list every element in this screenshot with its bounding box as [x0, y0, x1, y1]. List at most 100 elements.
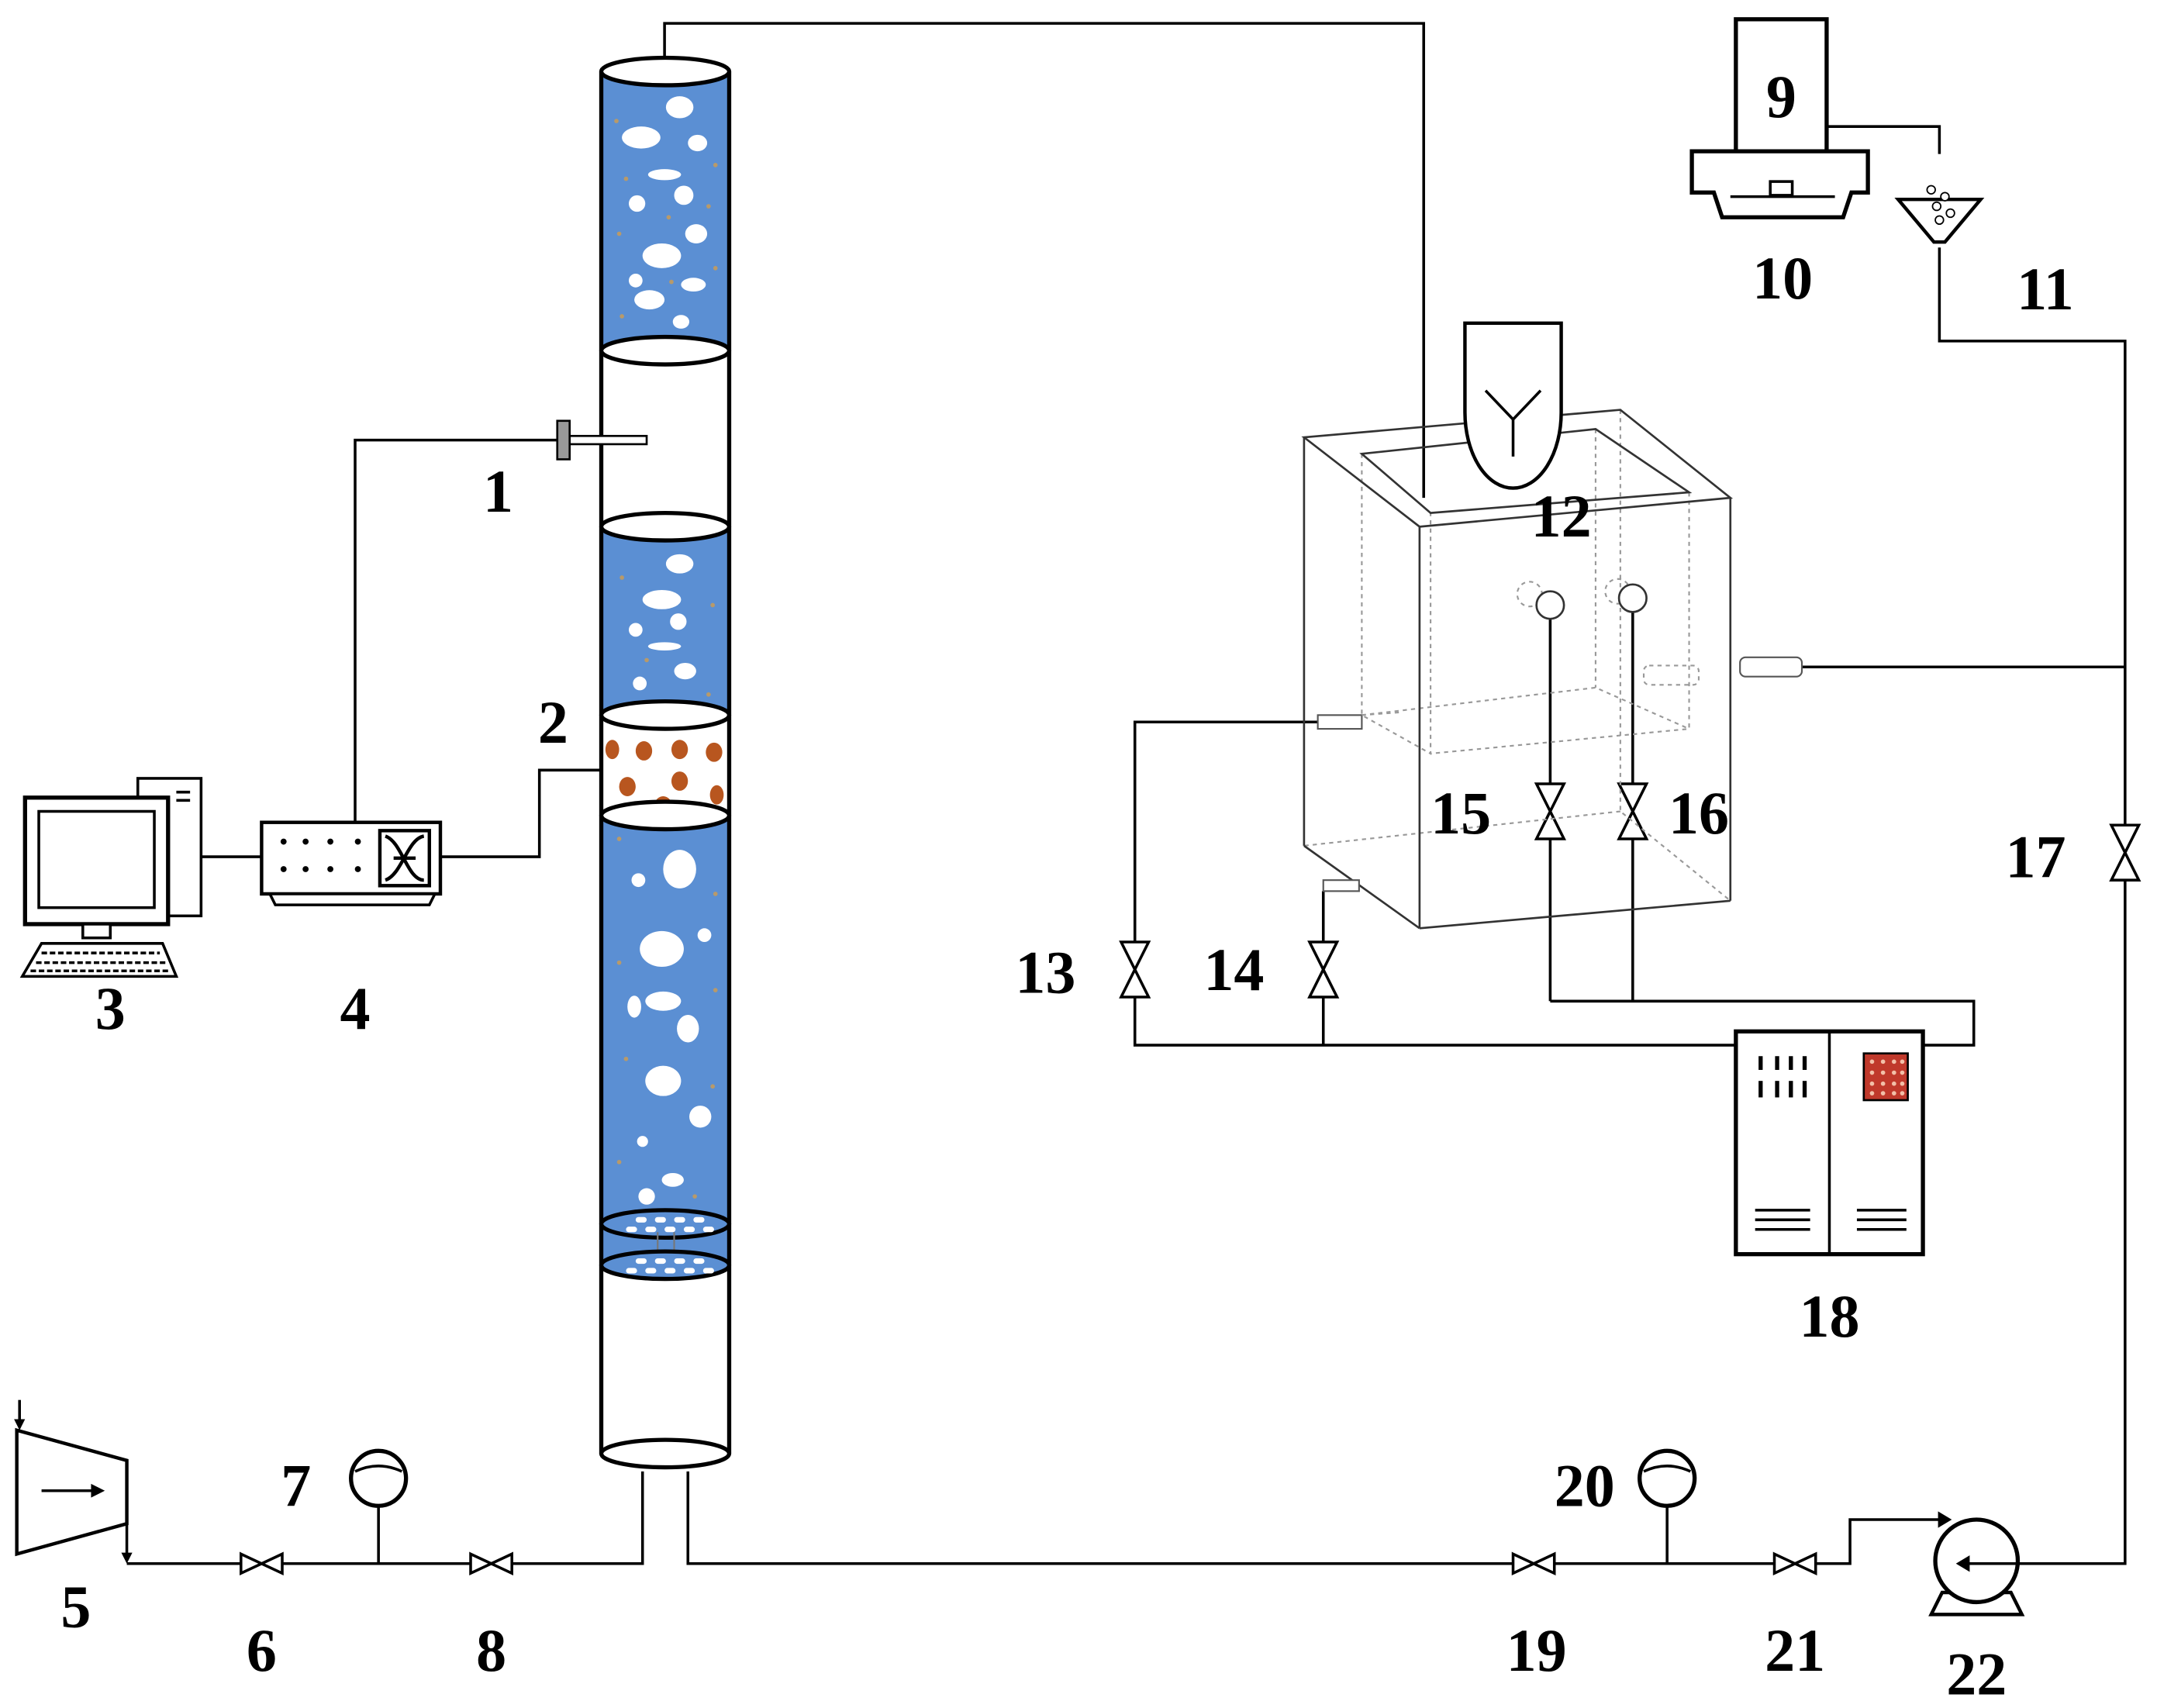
plate-hole: [702, 1227, 714, 1233]
gauge-needle: [354, 1465, 403, 1473]
label-12: 12: [1531, 482, 1592, 550]
stirrer-motor: [1463, 321, 1563, 490]
display-dot: [1891, 1059, 1896, 1064]
valve-19: [1511, 1551, 1556, 1575]
display-dot: [1900, 1059, 1905, 1064]
label-2: 2: [538, 688, 568, 756]
particle: [709, 785, 724, 805]
inner-vessel-edge: [1361, 686, 1689, 730]
powder-grain: [1926, 185, 1936, 195]
bubble: [627, 995, 641, 1018]
bubble: [634, 290, 665, 310]
arrow-down-icon: [121, 1552, 133, 1564]
computer: [19, 777, 203, 978]
bubble-column: [599, 55, 732, 1470]
bubble: [685, 224, 708, 243]
plate-hole: [645, 1268, 657, 1274]
particle-dot: [710, 602, 716, 608]
column-top-rim: [599, 55, 732, 88]
bubble: [640, 930, 684, 967]
balance: [1689, 17, 1870, 219]
bubble: [677, 1015, 699, 1043]
indicator-dot: [354, 838, 361, 845]
indicator-dot: [354, 866, 361, 872]
plate-hole: [635, 1258, 647, 1265]
label-15: 15: [1431, 779, 1491, 847]
bubble: [665, 96, 694, 119]
particle-dot: [692, 1194, 697, 1199]
waveform-display: [378, 829, 432, 888]
bubble: [631, 873, 646, 888]
label-9: 9: [1766, 63, 1796, 130]
bubble: [628, 195, 646, 212]
display-dot: [1869, 1081, 1875, 1086]
distributor-plate: [599, 1249, 732, 1282]
bubble: [638, 1188, 655, 1205]
label-19: 19: [1506, 1617, 1567, 1684]
particle-dot: [713, 988, 718, 992]
valve-13: [1119, 940, 1151, 999]
display-dot: [1900, 1070, 1905, 1075]
indicator-dot: [327, 866, 333, 872]
particle: [619, 777, 636, 797]
valves: [240, 782, 2141, 1575]
data-acquisition-device: [260, 820, 443, 906]
label-8: 8: [476, 1617, 506, 1684]
particle-dot: [623, 1056, 629, 1061]
section-rim: [599, 799, 732, 832]
plate-hole: [635, 1216, 647, 1223]
powder-grain: [1945, 208, 1955, 219]
section-signal-line: [440, 768, 602, 858]
pressure-gauge-20: [1638, 1448, 1697, 1564]
valve-15: [1534, 782, 1567, 840]
plate-hole: [683, 1268, 695, 1274]
device-base: [267, 892, 437, 906]
particle-dot: [616, 837, 622, 841]
feed-line: [1826, 125, 1941, 154]
column-bottom-rim: [599, 1437, 732, 1470]
plate-hole: [626, 1227, 637, 1233]
indicator-dot: [302, 838, 309, 845]
plate-hole: [654, 1258, 666, 1265]
plate-hole: [674, 1258, 685, 1265]
gauge-needle: [1643, 1465, 1692, 1473]
particle-dot: [669, 279, 674, 285]
label-11: 11: [2017, 255, 2074, 323]
bubble: [645, 1065, 682, 1096]
liquid-section-top: [601, 71, 730, 351]
bubble: [661, 1173, 684, 1187]
powder-grain: [1940, 192, 1950, 202]
tank-hidden-edge: [1619, 409, 1731, 902]
section-rim: [599, 699, 732, 731]
label-17: 17: [2006, 823, 2066, 891]
gauge-icon: [1638, 1448, 1697, 1508]
outlet-13-line: [1133, 720, 1736, 1047]
display-dot: [1880, 1059, 1886, 1064]
label-10: 10: [1752, 244, 1813, 312]
valve-21: [1772, 1551, 1817, 1575]
particle-dot: [619, 575, 624, 580]
gauge-icon: [349, 1448, 409, 1508]
particle-dot: [616, 1159, 622, 1165]
valve-6: [240, 1551, 284, 1575]
bubbles-middle: [619, 554, 716, 697]
air-compressor: [14, 1399, 133, 1564]
tank-edge: [1419, 899, 1731, 930]
display-grid: [1869, 1059, 1905, 1096]
bubble: [647, 169, 682, 181]
tank-hidden-edge: [1303, 810, 1620, 847]
display-dot: [1869, 1070, 1875, 1075]
gas-line: [126, 1471, 644, 1565]
bubble: [670, 613, 687, 630]
label-21: 21: [1765, 1617, 1825, 1684]
plate-hole: [626, 1268, 637, 1274]
display-dot: [1880, 1091, 1886, 1096]
particle-dot: [706, 204, 711, 209]
particle-dot: [710, 1084, 716, 1089]
outlet-pipe-14: [1322, 879, 1360, 892]
analyzer: [1734, 1029, 1925, 1257]
display-dot: [1880, 1081, 1886, 1086]
particle: [605, 740, 619, 760]
balance-pan: [1769, 180, 1794, 197]
